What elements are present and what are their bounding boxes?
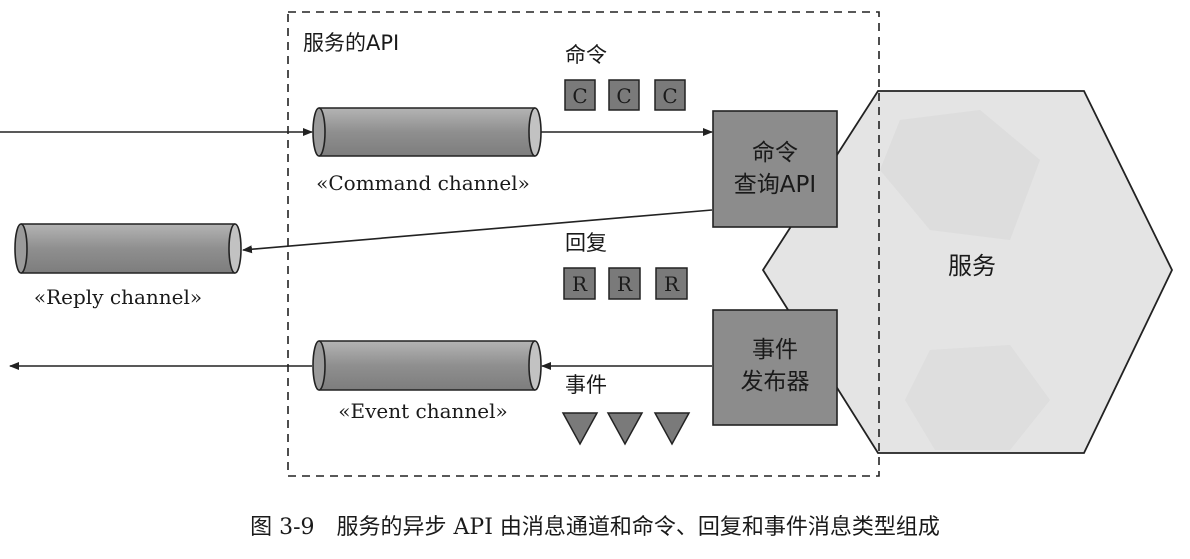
command-token: C [608,79,640,111]
command-channel-cylinder [312,107,542,157]
reply-channel-cylinder [14,223,242,274]
svg-text:R: R [572,272,588,296]
svg-text:C: C [662,84,677,108]
command-token: C [654,79,686,111]
hexagon-shade [905,345,1050,450]
hexagon-shade [880,110,1040,240]
svg-text:C: C [572,84,587,108]
events-label: 事件 [565,373,607,397]
event-publisher-box [712,309,838,426]
command-token: C [564,79,596,111]
reply-arrow [242,209,713,254]
reply-token: R [608,267,641,300]
replies-label: 回复 [565,231,607,255]
command-query-api-line1: 命令 [752,140,798,166]
reply-token: R [655,267,688,300]
api-boundary [287,11,880,477]
commands-label: 命令 [565,43,607,67]
reply-channel-label: «Reply channel» [34,285,202,309]
event-channel-label: «Event channel» [338,399,507,423]
api-boundary-label: 服务的API [303,31,399,55]
figure-caption: 图 3-9 服务的异步 API 由消息通道和命令、回复和事件消息类型组成 [250,515,940,540]
event-token [653,412,691,446]
command-channel-label: «Command channel» [316,171,530,195]
event-publisher-line1: 事件 [752,337,798,363]
command-query-api-line2: 查询API [734,172,816,198]
svg-text:C: C [616,84,631,108]
reply-token: R [563,267,596,300]
command-query-api-box [712,110,838,228]
event-publisher-line2: 发布器 [741,369,810,395]
event-token [606,412,644,446]
event-token [561,412,599,446]
service-label: 服务 [948,252,996,280]
svg-text:R: R [617,272,633,296]
svg-text:R: R [664,272,680,296]
service-hexagon [761,90,1174,454]
event-channel-cylinder [312,340,542,391]
